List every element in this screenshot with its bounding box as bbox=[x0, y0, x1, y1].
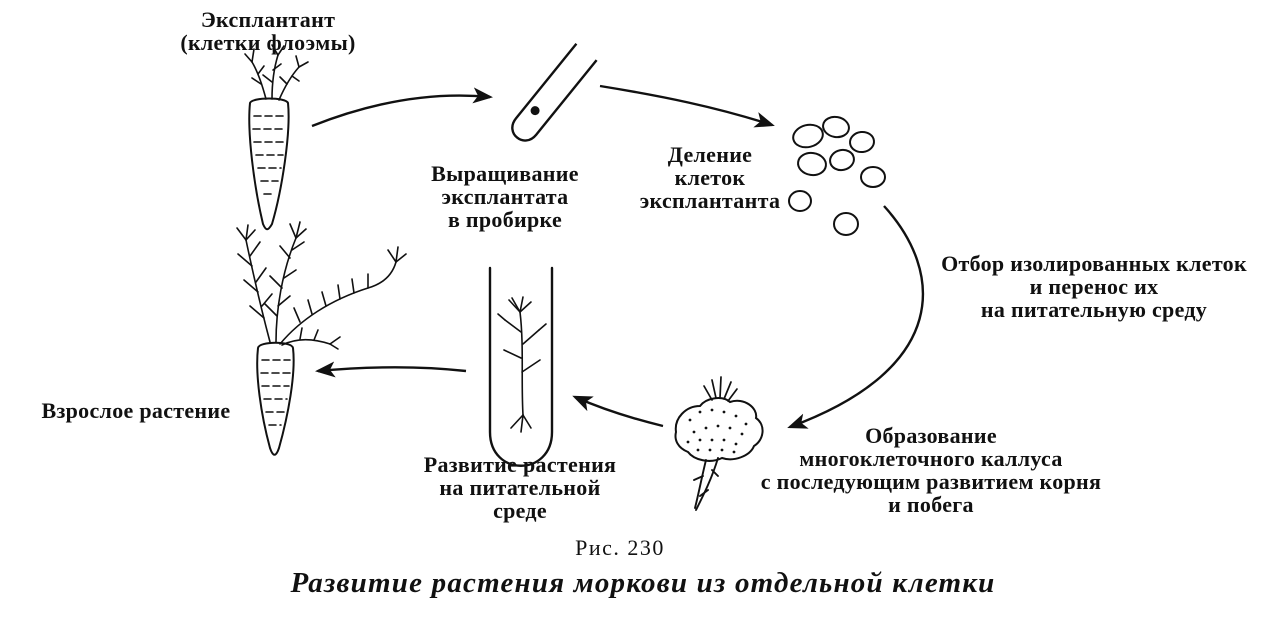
label-adult-plant: Взрослое растение bbox=[41, 398, 231, 423]
label-callus-formation: Образование многоклеточного каллуса с по… bbox=[760, 423, 1102, 517]
callus-icon bbox=[674, 376, 764, 511]
tilted-test-tube-icon bbox=[511, 42, 598, 142]
label-cultivation: Выращивание эксплантата в пробирке bbox=[431, 161, 579, 232]
carrot-explant-icon bbox=[244, 44, 309, 231]
cell-cluster-icon bbox=[788, 115, 886, 236]
label-plant-development: Развитие растения на питательной среде bbox=[423, 452, 617, 523]
arrow-callus-to-tube bbox=[572, 395, 664, 428]
label-explant: Эксплантант (клетки флоэмы) bbox=[180, 7, 356, 55]
arrow-cells-to-callus bbox=[787, 205, 924, 429]
arrow-tube-to-cells bbox=[599, 84, 775, 128]
label-cell-division: Деление клеток эксплантанта bbox=[639, 142, 781, 213]
adult-carrot-plant-icon bbox=[236, 221, 407, 456]
arrow-tube-to-adult-plant bbox=[315, 361, 467, 378]
test-tube-plantlet-icon bbox=[488, 266, 554, 467]
arrow-explant-to-tube bbox=[311, 87, 493, 128]
figure-number: Рис. 230 bbox=[575, 535, 665, 560]
callus-stipple bbox=[686, 408, 748, 454]
label-selection: Отбор изолированных клеток и перенос их … bbox=[941, 251, 1247, 322]
figure-caption: Развитие растения моркови из отдельной к… bbox=[290, 567, 996, 599]
